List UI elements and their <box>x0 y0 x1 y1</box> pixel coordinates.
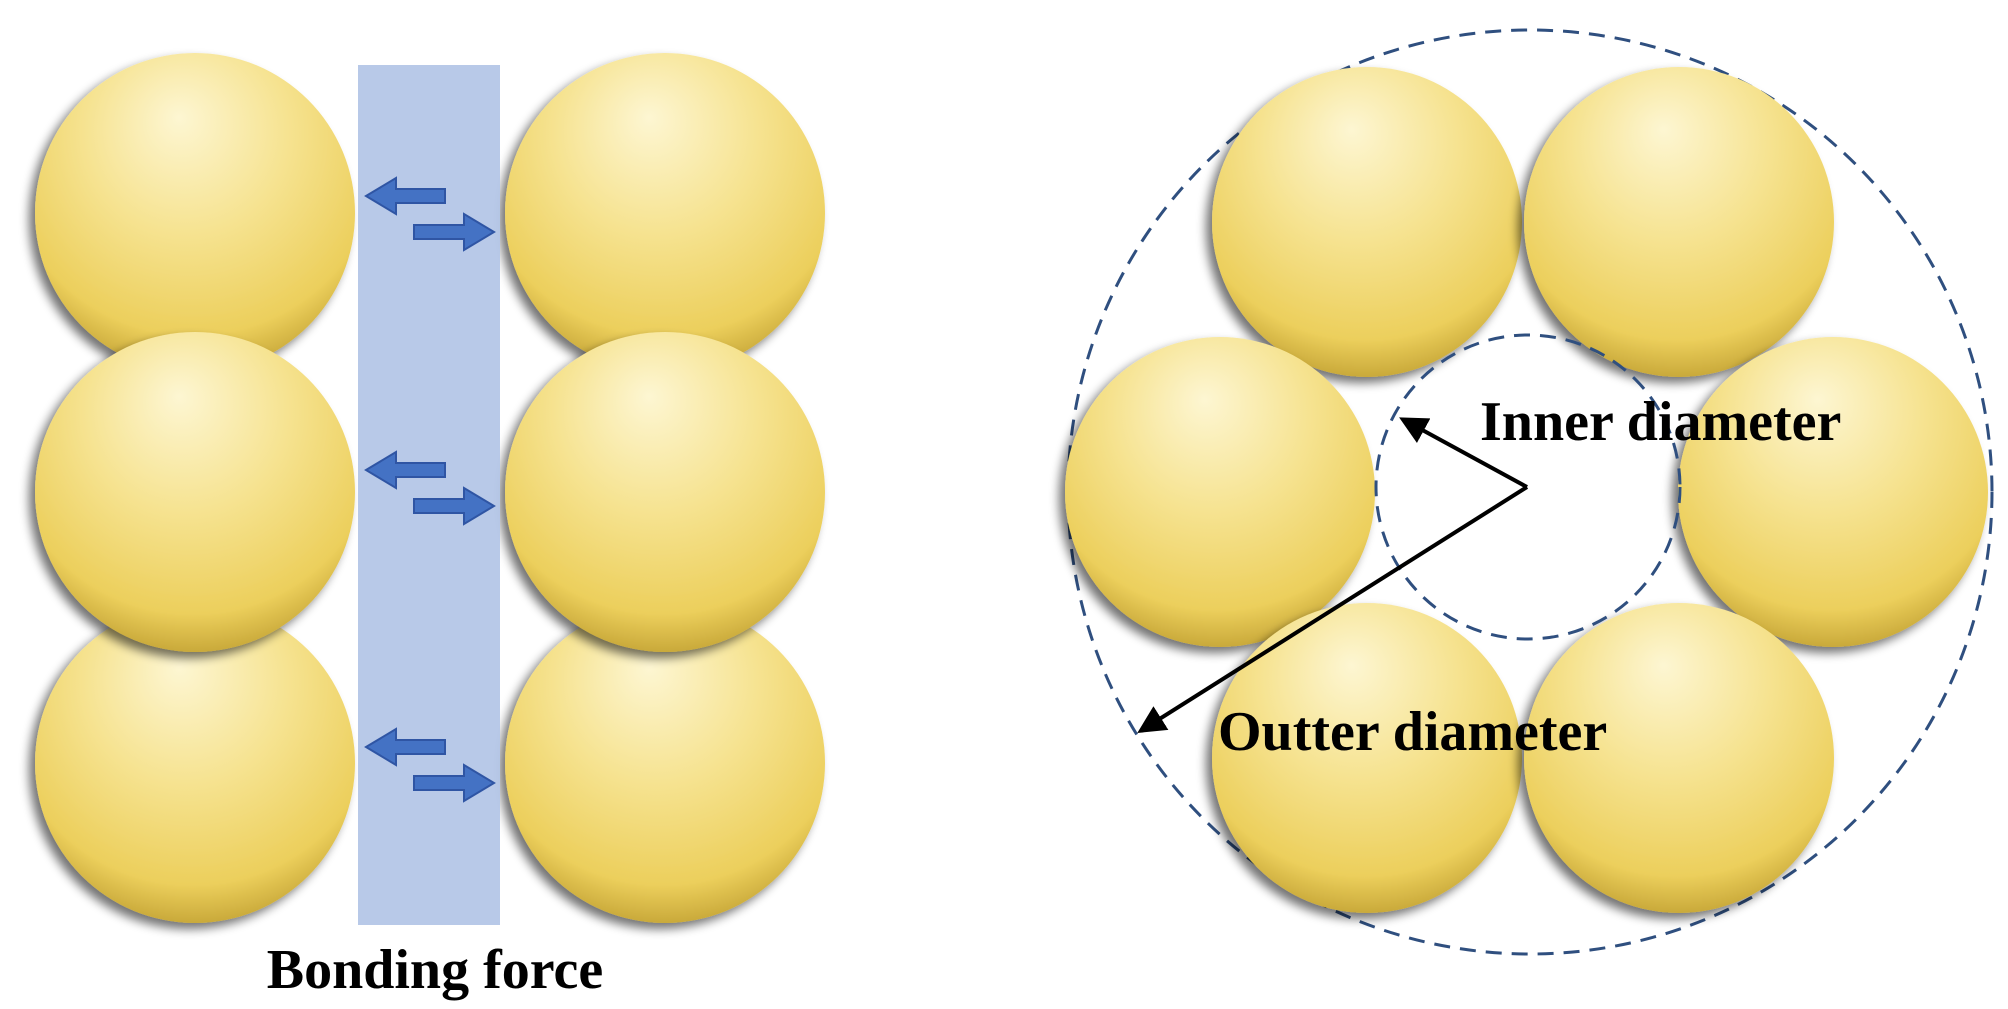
outer-dashed-circle <box>1066 28 1994 956</box>
sphere-left-1 <box>35 53 355 373</box>
outer-diameter-label: Outter diameter <box>1218 701 1607 763</box>
ring-sphere-bottom-right <box>1524 603 1834 913</box>
inner-diameter-pointer <box>1399 417 1528 489</box>
ring-sphere-right <box>1678 337 1988 647</box>
sphere-left-3 <box>35 603 355 923</box>
ring-sphere-top-left <box>1212 67 1522 377</box>
bonding-arrow-icon-2 <box>364 450 496 526</box>
bonding-force-label: Bonding force <box>267 939 604 1001</box>
sphere-right-2 <box>505 332 825 652</box>
sphere-left-2 <box>35 332 355 652</box>
ring-sphere-bottom-left <box>1212 603 1522 913</box>
ring-sphere-top-right <box>1524 67 1834 377</box>
right-panel: Inner diameter Outter diameter <box>1065 28 1994 956</box>
outer-diameter-pointer <box>1137 485 1529 733</box>
ring-sphere-left <box>1065 337 1375 647</box>
inner-diameter-label: Inner diameter <box>1480 391 1841 453</box>
left-panel: Bonding force <box>35 53 825 1001</box>
sphere-right-3 <box>505 603 825 923</box>
inner-dashed-circle <box>1374 333 1682 641</box>
bonding-arrow-icon-3 <box>364 727 496 803</box>
bonding-arrow-icon-1 <box>364 176 496 252</box>
sphere-right-1 <box>505 53 825 373</box>
